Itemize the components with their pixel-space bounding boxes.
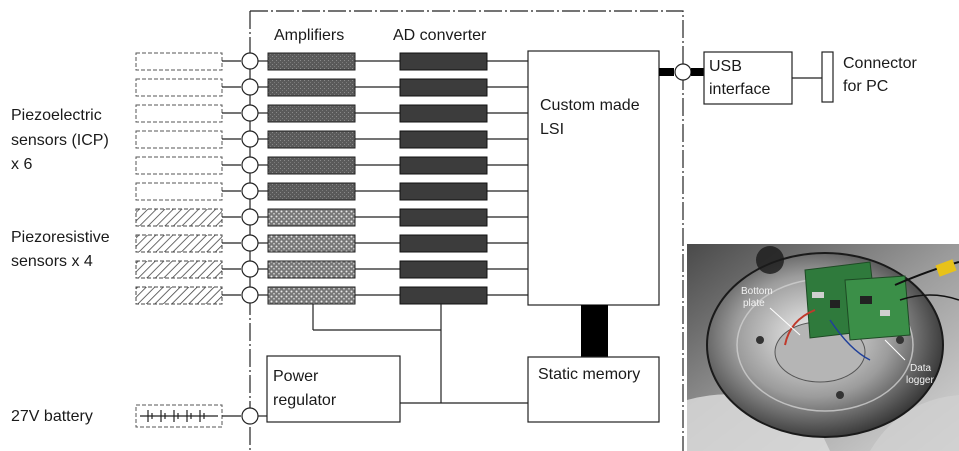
piezoelectric-sensor-1 — [135, 52, 223, 71]
data-logger-photo: Bottom plate Data logger — [687, 244, 959, 451]
ad-converter-4 — [399, 130, 488, 149]
amplifier-5 — [267, 156, 356, 175]
usb-label-line1: USB — [709, 58, 742, 75]
piezoresistive-sensor-3 — [135, 260, 223, 279]
piezoelectric-sensor-3 — [135, 104, 223, 123]
battery-label: 27V battery — [11, 408, 93, 425]
connector-circle-9 — [241, 260, 259, 278]
lsi-block — [527, 50, 660, 306]
piezoresistive-label-line2: sensors x 4 — [11, 253, 93, 270]
piezoelectric-label-line1: Piezoelectric — [11, 107, 102, 124]
channel-wiring — [222, 60, 528, 296]
battery-connector-circle — [241, 407, 259, 425]
piezoresistive-sensor-2 — [135, 234, 223, 253]
ad-converter-8 — [399, 234, 488, 253]
amplifier-1 — [267, 52, 356, 71]
photo-label-bottom-plate-line2: plate — [743, 298, 765, 309]
piezoelectric-sensor-6 — [135, 182, 223, 201]
piezoelectric-sensor-5 — [135, 156, 223, 175]
ad-converter-7 — [399, 208, 488, 227]
piezoelectric-sensor-2 — [135, 78, 223, 97]
piezoresistive-label-line1: Piezoresistive — [11, 229, 110, 246]
piezoelectric-label-line3: x 6 — [11, 156, 32, 173]
usb-label-line2: interface — [709, 81, 770, 98]
connector-label-line1: Connector — [843, 55, 917, 72]
amplifier-3 — [267, 104, 356, 123]
connector-circle-10 — [241, 286, 259, 304]
connector-circle-7 — [241, 208, 259, 226]
ad-converter-6 — [399, 182, 488, 201]
amplifier-9 — [267, 260, 356, 279]
power-label-line1: Power — [273, 368, 319, 385]
ad-converter-1 — [399, 52, 488, 71]
channel-connectors — [241, 52, 259, 304]
piezoelectric-sensor-group — [135, 52, 223, 201]
usb-bus — [659, 63, 704, 81]
piezoresistive-sensor-4 — [135, 286, 223, 305]
amplifier-8 — [267, 234, 356, 253]
internal-bus — [312, 304, 528, 404]
connector-circle-2 — [241, 78, 259, 96]
photo-label-data-logger-line2: logger — [906, 375, 934, 386]
lsi-label-line1: Custom made — [540, 97, 640, 114]
connector-circle-1 — [241, 52, 259, 70]
ad-converter-10 — [399, 286, 488, 305]
connector-circle-6 — [241, 182, 259, 200]
connector-label-line2: for PC — [843, 78, 888, 95]
amplifier-10 — [267, 286, 356, 305]
photo-label-data-logger-line1: Data — [910, 363, 932, 374]
static-memory-block — [527, 356, 660, 423]
piezoresistive-sensor-group — [135, 208, 223, 305]
lsi-label-line2: LSI — [540, 121, 564, 138]
ad-converter-group — [399, 52, 488, 305]
amplifier-4 — [267, 130, 356, 149]
connector-circle-3 — [241, 104, 259, 122]
static-memory-label: Static memory — [538, 366, 640, 383]
usb-interface-block — [703, 51, 793, 105]
battery-cells — [140, 410, 218, 422]
connector-circle-5 — [241, 156, 259, 174]
amplifiers-header: Amplifiers — [274, 27, 344, 44]
ad-converter-9 — [399, 260, 488, 279]
amplifier-2 — [267, 78, 356, 97]
memory-bus — [581, 305, 608, 357]
power-regulator-block — [266, 355, 401, 423]
power-label-line2: regulator — [273, 392, 337, 409]
piezoresistive-sensor-1 — [135, 208, 223, 227]
amplifier-7 — [267, 208, 356, 227]
ad-converter-5 — [399, 156, 488, 175]
photo-label-bottom-plate-line1: Bottom — [741, 286, 773, 297]
piezoelectric-sensor-4 — [135, 130, 223, 149]
connector-circle-8 — [241, 234, 259, 252]
ad-converter-header: AD converter — [393, 27, 487, 44]
amplifier-group — [267, 52, 356, 305]
ad-converter-2 — [399, 78, 488, 97]
amplifier-6 — [267, 182, 356, 201]
pc-connector — [821, 51, 834, 103]
connector-circle-4 — [241, 130, 259, 148]
piezoelectric-label-line2: sensors (ICP) — [11, 132, 109, 149]
ad-converter-3 — [399, 104, 488, 123]
